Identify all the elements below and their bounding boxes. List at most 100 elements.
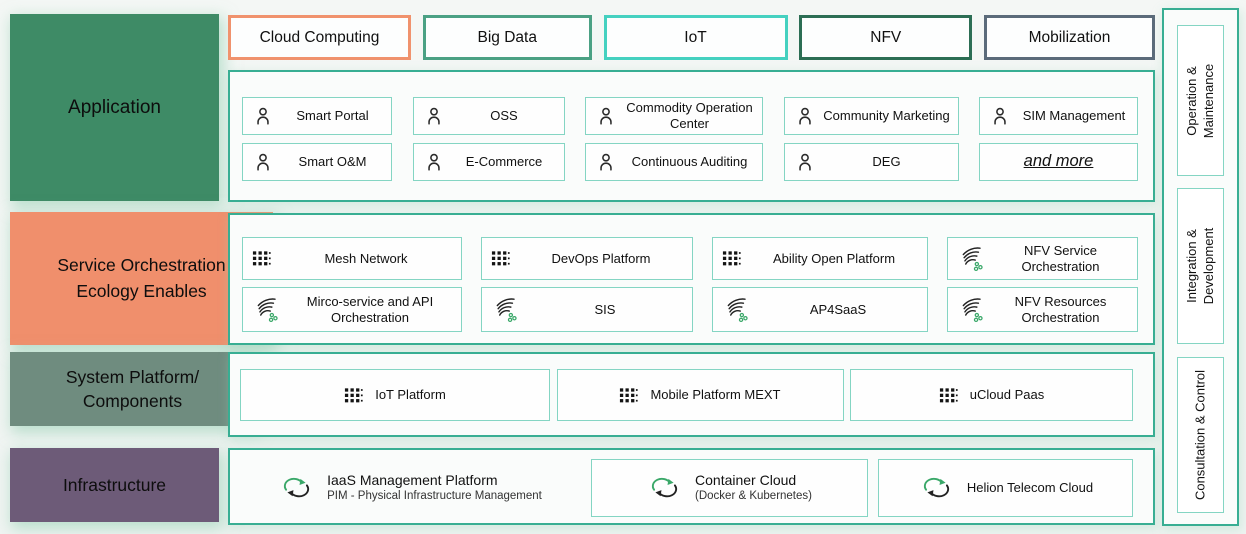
sidebar-label: Consultation & Control: [1192, 355, 1209, 515]
sidebar-label-line: Maintenance: [1200, 63, 1216, 138]
orchestration-icon: [957, 245, 984, 272]
app-item-smart-om: Smart O&M: [242, 143, 392, 181]
layer-label: Service Orchestration Ecology Enables: [57, 255, 226, 301]
service-item-nfv-service-orchestration: NFV Service Orchestration: [947, 237, 1138, 280]
service-item-microservice-api-orchestration: Mirco-service and API Orchestration: [242, 287, 462, 332]
app-item-e-commerce: E-Commerce: [412, 143, 565, 181]
person-icon: [989, 105, 1011, 127]
orchestration-icon: [491, 296, 518, 323]
category-label: NFV: [870, 28, 902, 46]
item-label: IoT Platform: [375, 387, 446, 403]
grid-icon: [619, 388, 638, 403]
app-item-and-more: and more: [979, 143, 1138, 181]
grid-icon: [344, 388, 363, 403]
item-label: NFV Resources Orchestration: [1014, 293, 1107, 325]
layer-application: Application: [10, 14, 219, 201]
category-label: Mobilization: [1028, 28, 1111, 46]
category-iot: IoT: [603, 15, 788, 60]
system-item-mobile-platform-mext: Mobile Platform MEXT: [556, 369, 844, 421]
sidebar-label: Operation & Maintenance: [1184, 26, 1218, 176]
service-item-ap4saas: AP4SaaS: [712, 287, 928, 332]
layer-label: Infrastructure: [62, 474, 167, 495]
service-orchestration-container: Mesh Network DevOps Platform Ability Ope…: [228, 213, 1155, 345]
system-platform-container: IoT Platform Mobile Platform MEXT uCloud…: [228, 352, 1155, 437]
sidebar-label: Integration & Development: [1184, 191, 1218, 341]
item-sublabel: PIM - Physical Infrastructure Management: [327, 490, 542, 502]
service-item-ability-open-platform: Ability Open Platform: [712, 237, 928, 280]
item-label: Continuous Auditing: [631, 154, 748, 170]
sidebar-item-integration-development: Integration & Development: [1177, 188, 1224, 344]
infra-item-container-cloud: Container Cloud (Docker & Kubernetes): [590, 459, 868, 517]
service-item-devops-platform: DevOps Platform: [481, 237, 693, 280]
service-item-sis: SIS: [481, 287, 693, 332]
service-row-2: Mirco-service and API Orchestration SIS …: [242, 287, 1138, 332]
infrastructure-row: IaaS Management Platform PIM - Physical …: [240, 459, 1133, 517]
item-label: Smart Portal: [296, 108, 369, 124]
category-row: Cloud Computing Big Data IoT NFV Mobiliz…: [228, 15, 1155, 60]
orchestration-icon: [252, 296, 279, 323]
person-icon: [252, 151, 274, 173]
category-big-data: Big Data: [422, 15, 592, 60]
category-nfv: NFV: [799, 15, 973, 60]
cloud-sync-icon: [278, 475, 315, 501]
layer-system-platform: System Platform/ Components: [10, 352, 255, 426]
grid-icon: [491, 251, 510, 266]
item-label: Mesh Network: [324, 250, 408, 266]
item-label: DEG: [872, 154, 901, 170]
system-item-ucloud-paas: uCloud Paas: [850, 369, 1133, 421]
item-label: Community Marketing: [823, 108, 950, 124]
sidebar-label-line: Integration &: [1183, 229, 1199, 303]
layer-label: System Platform/ Components: [65, 366, 200, 412]
orchestration-icon: [957, 296, 984, 323]
app-item-deg: DEG: [783, 143, 959, 181]
item-label: AP4SaaS: [809, 301, 867, 317]
infra-item-iaas-management-platform: IaaS Management Platform PIM - Physical …: [240, 459, 580, 517]
person-icon: [252, 105, 274, 127]
item-text: IaaS Management Platform PIM - Physical …: [327, 472, 542, 504]
item-label: NFV Service Orchestration: [1021, 242, 1100, 274]
item-label: OSS: [490, 108, 518, 124]
category-label: Cloud Computing: [259, 28, 380, 46]
item-label: uCloud Paas: [969, 387, 1045, 403]
cloud-sync-icon: [646, 475, 683, 501]
category-label: IoT: [684, 28, 707, 46]
app-item-community-marketing: Community Marketing: [783, 97, 959, 135]
and-more-label: and more: [1023, 152, 1094, 171]
person-icon: [595, 151, 617, 173]
person-icon: [794, 105, 816, 127]
item-label: Mirco-service and API Orchestration: [306, 293, 434, 325]
system-item-iot-platform: IoT Platform: [240, 369, 550, 421]
orchestration-icon: [722, 296, 749, 323]
grid-icon: [939, 388, 958, 403]
sidebar-label-line: Consultation & Control: [1192, 369, 1208, 501]
right-sidebar: Operation & Maintenance Integration & De…: [1162, 8, 1239, 526]
system-row: IoT Platform Mobile Platform MEXT uCloud…: [240, 369, 1133, 421]
person-icon: [423, 105, 445, 127]
item-label: Commodity Operation Center: [626, 100, 753, 131]
sidebar-item-operation-maintenance: Operation & Maintenance: [1177, 25, 1224, 176]
app-item-sim-management: SIM Management: [979, 97, 1138, 135]
app-item-oss: OSS: [412, 97, 565, 135]
service-item-mesh-network: Mesh Network: [242, 237, 462, 280]
grid-icon: [252, 251, 271, 266]
app-item-continuous-auditing: Continuous Auditing: [585, 143, 763, 181]
item-label: IaaS Management Platform: [327, 472, 498, 489]
app-item-smart-portal: Smart Portal: [242, 97, 392, 135]
app-item-commodity-operation-center: Commodity Operation Center: [585, 97, 763, 135]
category-cloud-computing: Cloud Computing: [228, 15, 411, 60]
infra-item-helion-telecom-cloud: Helion Telecom Cloud: [878, 459, 1133, 517]
person-icon: [423, 151, 445, 173]
application-container: Smart Portal OSS Commodity Operation Cen…: [228, 70, 1155, 202]
category-mobilization: Mobilization: [984, 15, 1155, 60]
grid-icon: [722, 251, 741, 266]
service-row-1: Mesh Network DevOps Platform Ability Ope…: [242, 237, 1138, 280]
sidebar-label-line: Operation &: [1183, 65, 1199, 136]
sidebar-label-line: Development: [1200, 227, 1216, 305]
item-label: Smart O&M: [298, 154, 367, 170]
application-row-1: Smart Portal OSS Commodity Operation Cen…: [242, 97, 1138, 135]
item-label: Ability Open Platform: [772, 250, 896, 266]
layer-label: Application: [68, 96, 161, 118]
infrastructure-container: IaaS Management Platform PIM - Physical …: [228, 448, 1155, 525]
item-label: E-Commerce: [465, 154, 543, 170]
